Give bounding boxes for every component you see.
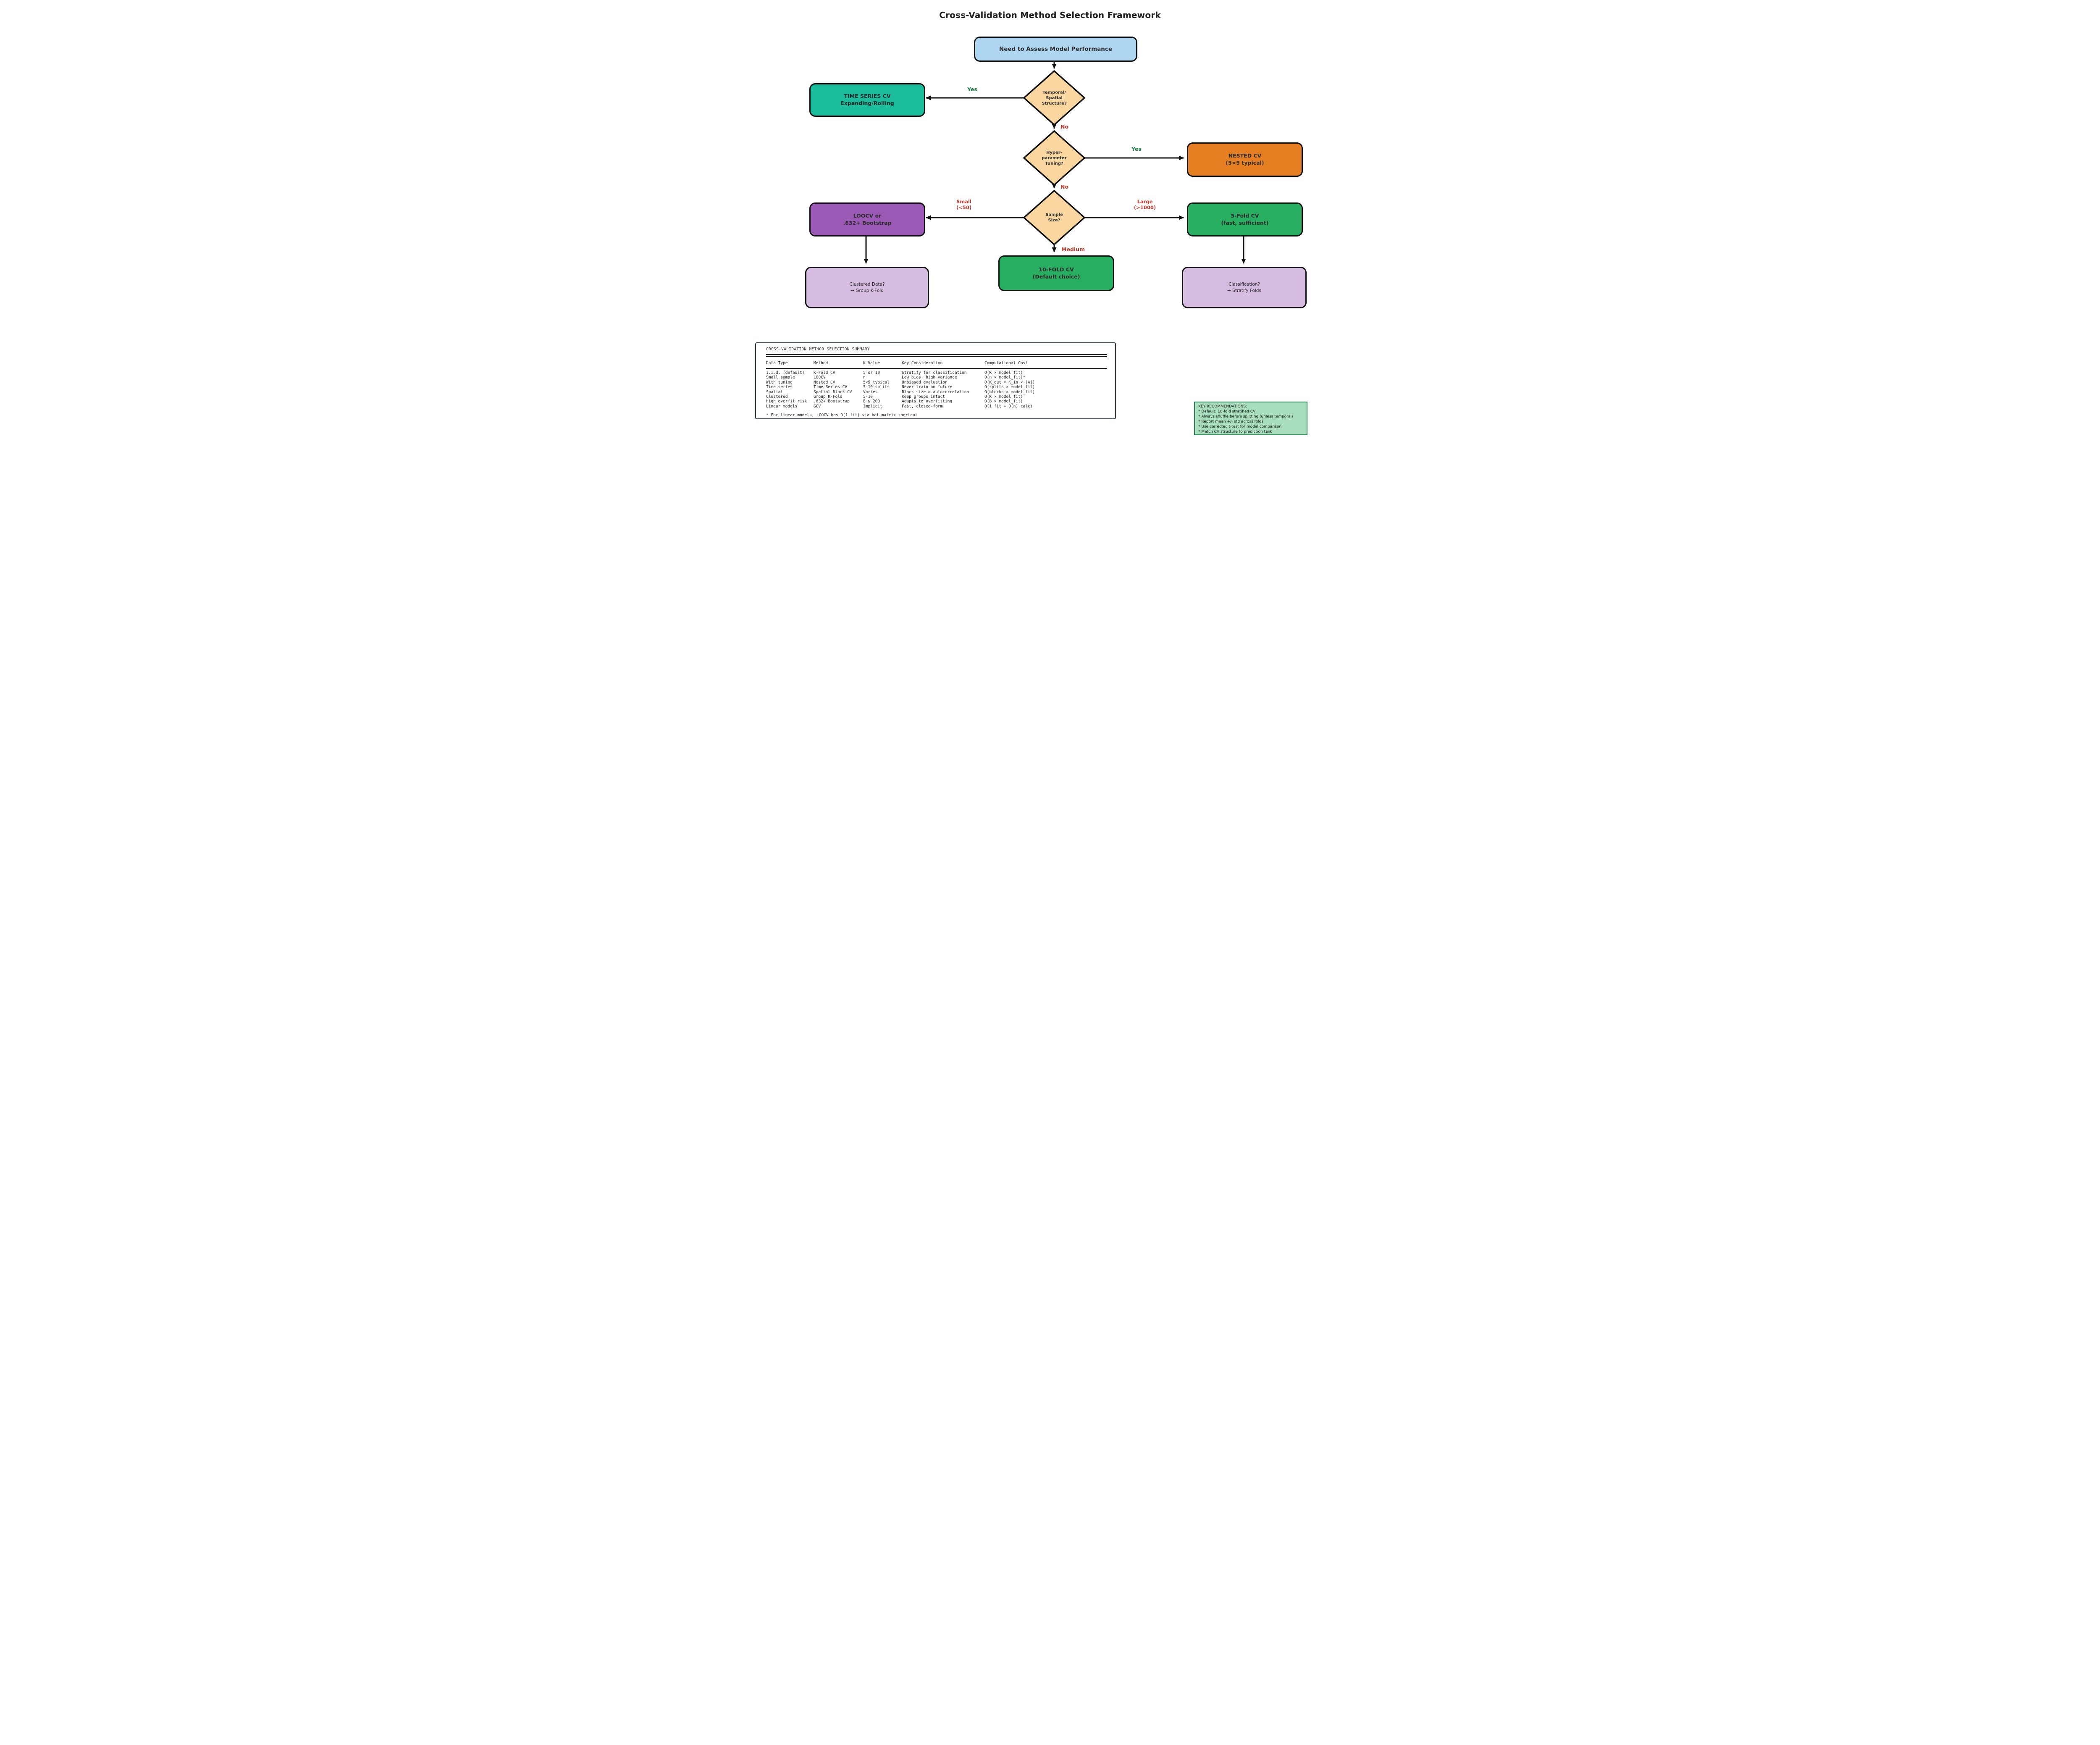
table-cell: Block size > autocorrelation (902, 389, 969, 394)
table-cell: 5-10 (863, 394, 873, 399)
table-cell: GCV (814, 404, 821, 409)
table-cell: O(1 fit + O(n) calc) (984, 404, 1033, 409)
node-clustered-note: Clustered Data? → Group K-Fold (805, 267, 929, 308)
table-cell: O(splits × model_fit) (984, 385, 1035, 390)
branch-label-medium: Medium (1061, 246, 1085, 252)
node-time-series-cv: TIME SERIES CV Expanding/Rolling (809, 83, 925, 117)
table-cell: Adapts to overfitting (902, 399, 953, 404)
table-cell: Nested CV (814, 380, 835, 385)
table-cell: 5×5 typical (863, 380, 890, 385)
key-recommendation-item: * Use corrected t-test for model compari… (1198, 425, 1282, 429)
table-cell: O(B × model_fit) (984, 399, 1023, 404)
table-double-rule (766, 354, 1107, 357)
table-cell: Unbiased evaluation (902, 380, 948, 385)
diamond-sample-size (1023, 189, 1086, 246)
table-cell: High overfit risk (766, 399, 807, 404)
key-recommendation-item: * Always shuffle before splitting (unles… (1198, 415, 1293, 419)
branch-label-yes-right: Yes (1131, 146, 1142, 152)
table-cell: 5-10 splits (863, 385, 890, 390)
table-cell: Group K-Fold (814, 394, 843, 399)
table-header-cell: Method (814, 361, 828, 365)
key-recommendations-box: KEY RECOMMENDATIONS: * Default: 10-fold … (1194, 402, 1307, 435)
node-ten-fold-cv: 10-FOLD CV (Default choice) (998, 255, 1114, 291)
table-cell: O(n × model_fit)* (984, 375, 1026, 380)
table-header-cell: Computational Cost (984, 361, 1028, 365)
table-cell: Varies (863, 389, 878, 394)
table-cell: Time Series CV (814, 385, 848, 390)
table-header-cell: Data Type (766, 361, 788, 365)
key-recommendation-item: * Match CV structure to prediction task (1198, 430, 1272, 434)
table-cell: 5 or 10 (863, 371, 880, 375)
table-cell: With tuning (766, 380, 793, 385)
table-cell: Fast, closed-form (902, 404, 943, 409)
table-cell: Stratify for classification (902, 371, 967, 375)
table-cell: Spatial (766, 389, 783, 394)
branch-label-yes-left: Yes (967, 86, 977, 92)
key-recommendations-title: KEY RECOMMENDATIONS: (1198, 405, 1247, 409)
node-five-fold-cv: 5-Fold CV (fast, sufficient) (1187, 202, 1303, 237)
diamond-temporal-spatial (1023, 70, 1086, 126)
table-cell: O(K_out × K_in × |Λ|) (984, 380, 1035, 385)
branch-label-small: Small (<50) (956, 199, 972, 211)
table-cell: B ≥ 200 (863, 399, 880, 404)
key-recommendation-item: * Default: 10-fold stratified CV (1198, 410, 1256, 414)
flowchart-connectors (864, 60, 1246, 264)
summary-table: CROSS-VALIDATION METHOD SELECTION SUMMAR… (755, 342, 1116, 419)
table-cell: Never train on future (902, 385, 953, 390)
table-cell: Time series (766, 385, 793, 390)
table-cell: Spatial Block CV (814, 389, 852, 394)
table-cell: i.i.d. (default) (766, 371, 805, 375)
table-header-cell: K Value (863, 361, 880, 365)
table-cell: n (863, 375, 866, 380)
cross-validation-framework-diagram: Cross-Validation Method Selection Framew… (737, 0, 1363, 436)
table-cell: Small sample (766, 375, 795, 380)
table-cell: LOOCV (814, 375, 826, 380)
table-header-row: Data Type Method K Value Key Considerati… (766, 361, 1107, 366)
node-nested-cv: NESTED CV (5×5 typical) (1187, 142, 1303, 177)
table-single-rule (766, 368, 1107, 369)
branch-label-large: Large (>1000) (1134, 199, 1156, 211)
key-recommendation-item: * Report mean +/- std across folds (1198, 420, 1264, 424)
table-cell: .632+ Bootstrap (814, 399, 850, 404)
table-cell: Clustered (766, 394, 788, 399)
table-footnote: * For linear models, LOOCV has O(1 fit) … (766, 413, 918, 418)
table-cell: Low bias, high variance (902, 375, 957, 380)
table-cell: Keep groups intact (902, 394, 945, 399)
node-classification-note: Classification? → Stratify Folds (1182, 267, 1307, 308)
table-header-cell: Key Consideration (902, 361, 943, 365)
table-cell: O(K × model_fit) (984, 371, 1023, 375)
table-cell: K-Fold CV (814, 371, 835, 375)
node-start: Need to Assess Model Performance (974, 37, 1137, 62)
branch-label-no-1: No (1060, 124, 1069, 130)
table-rows: i.i.d. (default) K-Fold CV 5 or 10 Stratify… (766, 371, 1107, 409)
table-cell: O(blocks × model_fit) (984, 389, 1035, 394)
summary-table-title: CROSS-VALIDATION METHOD SELECTION SUMMAR… (766, 347, 870, 352)
table-cell: Linear models (766, 404, 798, 409)
diamond-hyperparameter (1023, 130, 1086, 186)
node-loocv-bootstrap: LOOCV or .632+ Bootstrap (809, 202, 925, 237)
branch-label-no-2: No (1060, 184, 1069, 190)
table-cell: Implicit (863, 404, 882, 409)
page-title: Cross-Validation Method Selection Framew… (939, 10, 1161, 20)
table-cell: O(K × model_fit) (984, 394, 1023, 399)
